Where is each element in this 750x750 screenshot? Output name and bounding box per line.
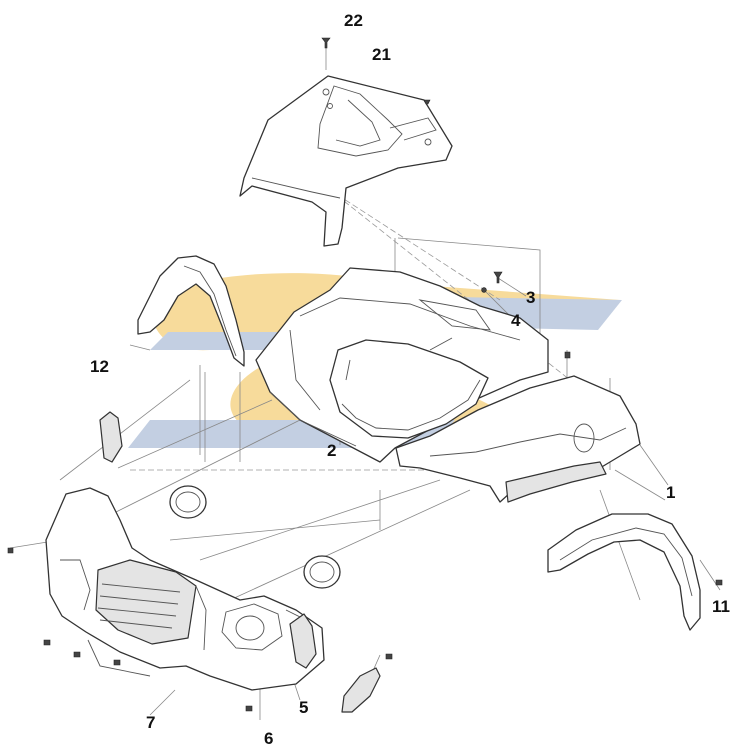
part-5-side-reflector [289,613,317,669]
part-4-washer [481,287,487,293]
callout-4: 4 [511,311,521,330]
callout-22: 22 [344,11,363,30]
callout-1: 1 [666,483,676,502]
part-3-screw [493,271,503,284]
callout-5: 5 [299,698,309,717]
callout-11: 11 [712,597,730,616]
part-2-front-cover-frame [255,267,549,463]
part-1-side-panel [395,351,641,503]
part-11-fender-flare [547,513,723,631]
part-headlight-right [303,555,341,589]
part-headlight-left [169,485,207,519]
callout-2: 2 [327,441,337,460]
part-side-reflector-left [99,411,123,463]
callout-3: 3 [526,288,536,307]
part-7-front-fascia [45,487,325,691]
callout-12: 12 [90,357,109,376]
callout-7: 7 [146,713,156,732]
part-6-screw [245,705,253,712]
part-22-screw [321,37,331,49]
part-12-fender-flare [137,255,245,367]
part-marker-light [341,667,381,713]
callout-21: 21 [372,45,391,64]
small-fasteners [7,547,393,666]
callout-6: 6 [264,729,274,748]
part-21-hood [239,75,453,247]
